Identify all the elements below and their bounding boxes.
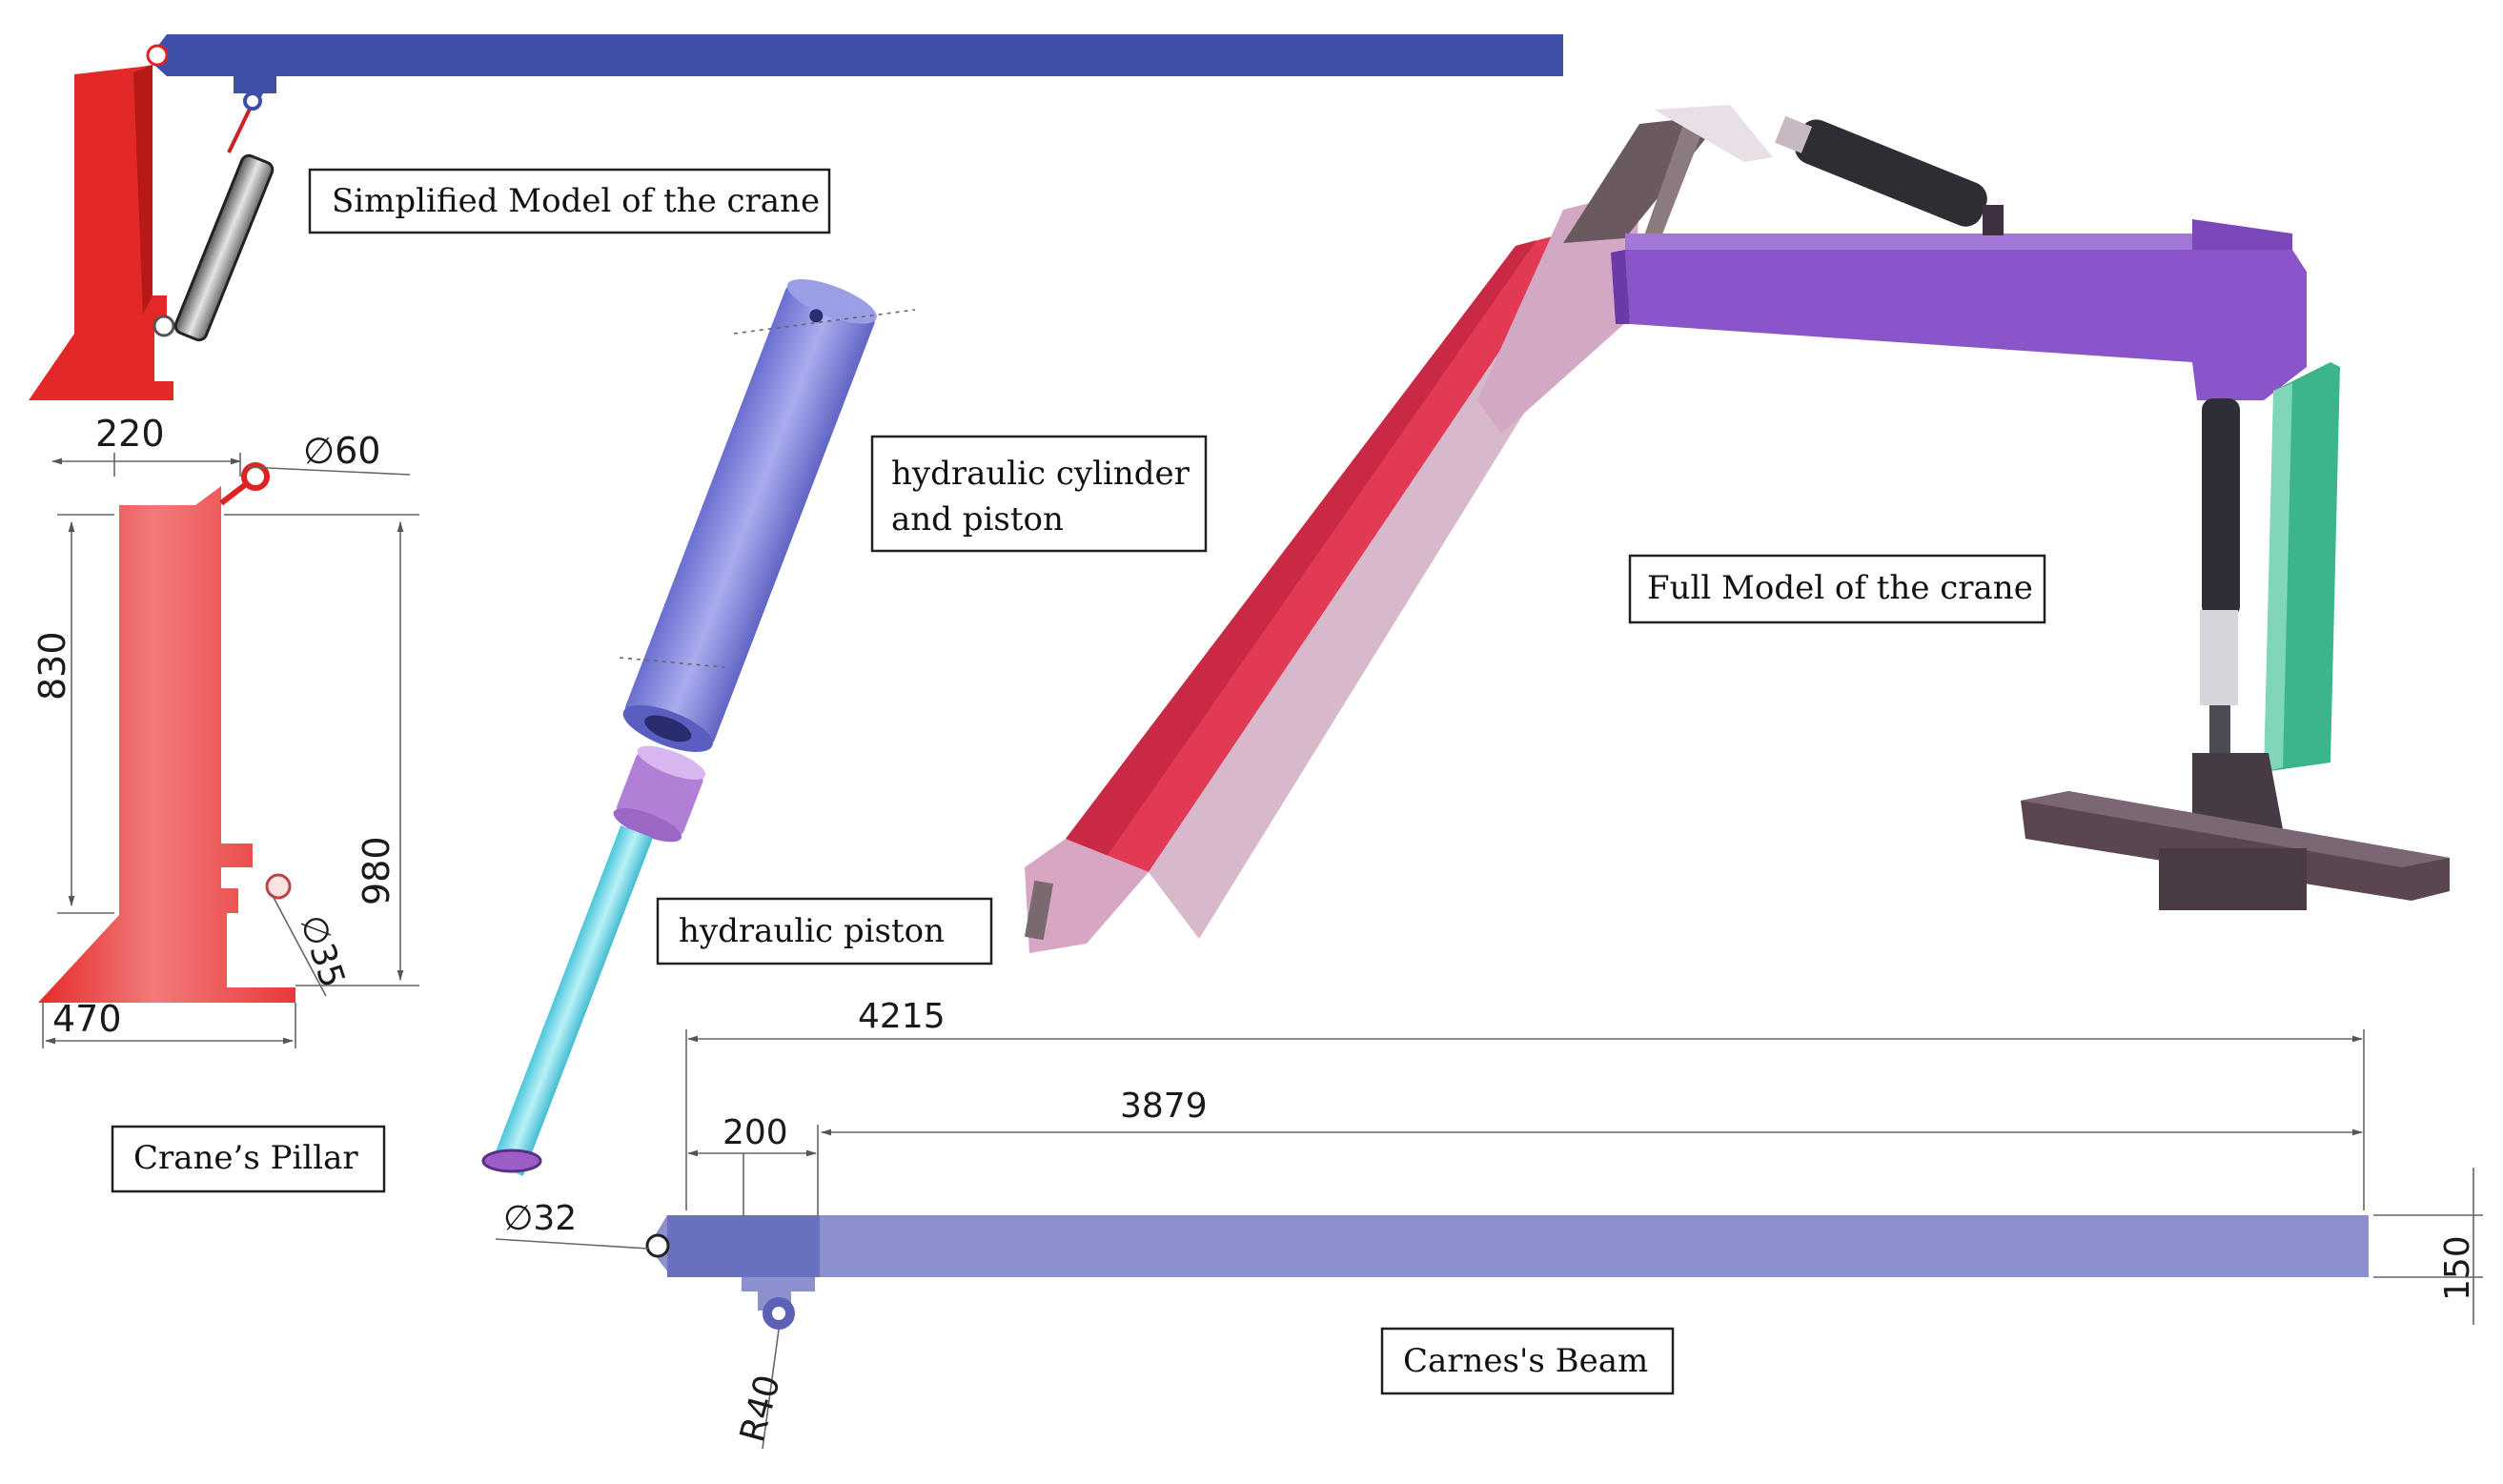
label-beam-text: Carnes's Beam — [1403, 1342, 1648, 1380]
full-arm-top — [1625, 234, 2292, 250]
dim-beam-lug-radius: R40 — [733, 1371, 788, 1446]
dim-beam-total-length: 4215 — [858, 997, 946, 1036]
dim-pillar-pin-dia: ∅60 — [303, 430, 380, 472]
simplified-pillar-pin — [153, 315, 175, 337]
piston-end-plate — [481, 1149, 542, 1173]
dim-pillar-height-total: 980 — [356, 836, 397, 905]
dim-beam-inner-length: 3879 — [1120, 1087, 1208, 1126]
beam-end-pin — [645, 1233, 670, 1258]
pillar-body — [38, 486, 295, 1003]
full-link-top — [1654, 105, 1773, 162]
pillar-top-pin — [241, 462, 270, 491]
label-hydraulic-cylinder: hydraulic cylinder and piston — [870, 435, 1208, 553]
label-simplified-text: Simplified Model of the crane — [332, 182, 820, 220]
label-full-model-text: Full Model of the crane — [1647, 569, 2033, 607]
simplified-model — [29, 34, 1563, 400]
piston-head — [613, 745, 706, 843]
full-arm-lug — [1983, 205, 2004, 235]
label-pillar-text: Crane’s Pillar — [133, 1139, 358, 1177]
piston-rod — [491, 825, 653, 1176]
label-pillar: Crane’s Pillar — [111, 1125, 386, 1193]
full-column-cylinder — [2202, 398, 2240, 618]
label-hydraulic-cylinder-line2: and piston — [891, 500, 1064, 539]
dim-beam-pin-offset: 200 — [722, 1113, 788, 1152]
simplified-beam-pin — [146, 44, 169, 67]
pillar-lower-pin — [265, 873, 292, 900]
label-hydraulic-piston: hydraulic piston — [656, 897, 993, 966]
dim-pillar-lower-pin-dia: ∅35 — [292, 910, 352, 992]
label-hydraulic-piston-text: hydraulic piston — [679, 912, 945, 950]
dim-beam-height: 150 — [2438, 1235, 2477, 1301]
full-model — [1024, 105, 2450, 953]
dim-pillar-base-width: 470 — [52, 998, 122, 1040]
beam-body — [648, 1215, 2369, 1311]
full-arm — [1625, 250, 2307, 400]
hydraulic-assembly — [481, 278, 916, 1176]
pillar-drawing: 220 ∅60 830 980 ∅35 470 — [31, 413, 419, 1048]
simplified-cylinder — [173, 91, 275, 342]
simplified-beam — [148, 34, 1563, 76]
full-top-cylinder — [1775, 115, 1987, 227]
simplified-beam-lug — [234, 76, 276, 105]
simplified-pillar-shade — [133, 65, 153, 315]
full-base — [2021, 753, 2450, 910]
label-simplified: Simplified Model of the crane — [308, 168, 831, 234]
label-beam: Carnes's Beam — [1380, 1327, 1675, 1395]
full-link-plate — [1477, 191, 1639, 434]
label-hydraulic-cylinder-line1: hydraulic cylinder — [891, 455, 1190, 493]
dim-pillar-height-upper: 830 — [31, 631, 73, 701]
dim-beam-pin-dia: ∅32 — [503, 1199, 577, 1238]
full-boom-tip — [1025, 839, 1149, 953]
dim-pillar-width-top: 220 — [95, 413, 165, 455]
label-full-model: Full Model of the crane — [1628, 554, 2046, 624]
hydraulic-cylinder — [622, 278, 877, 752]
